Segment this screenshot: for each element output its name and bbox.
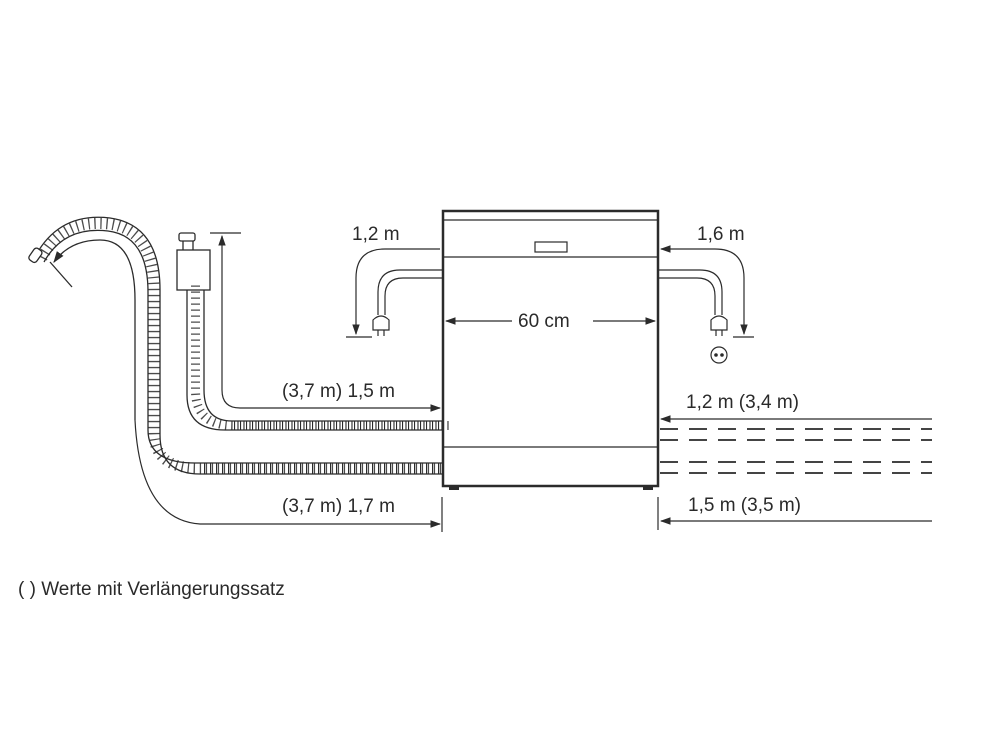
power-cord-left-length: 1,2 m	[352, 224, 400, 245]
power-cord-left	[346, 248, 443, 338]
dishwasher-appliance	[441, 209, 660, 490]
drain-hose-length: (3,7 m) 1,7 m	[282, 496, 395, 517]
drain-hose	[28, 216, 443, 475]
drain-hose-ribs	[200, 463, 443, 474]
drain-dimension	[134, 419, 443, 532]
power-cord-right	[658, 245, 754, 364]
inlet-hose-length: (3,7 m) 1,5 m	[282, 381, 395, 402]
inlet-hose-ribs	[232, 421, 443, 430]
right-inlet-length: 1,2 m (3,4 m)	[686, 392, 799, 413]
socket-icon	[710, 346, 728, 364]
extension-dashed-lines	[660, 428, 932, 474]
right-drain-length: 1,5 m (3,5 m)	[688, 495, 801, 516]
inlet-dimension	[210, 232, 442, 412]
power-cord-right-length: 1,6 m	[697, 224, 745, 245]
right-dimensions	[657, 415, 932, 530]
appliance-width-label: 60 cm	[518, 311, 570, 332]
legend-extension-note: ( ) Werte mit Verlängerungssatz	[18, 579, 285, 600]
